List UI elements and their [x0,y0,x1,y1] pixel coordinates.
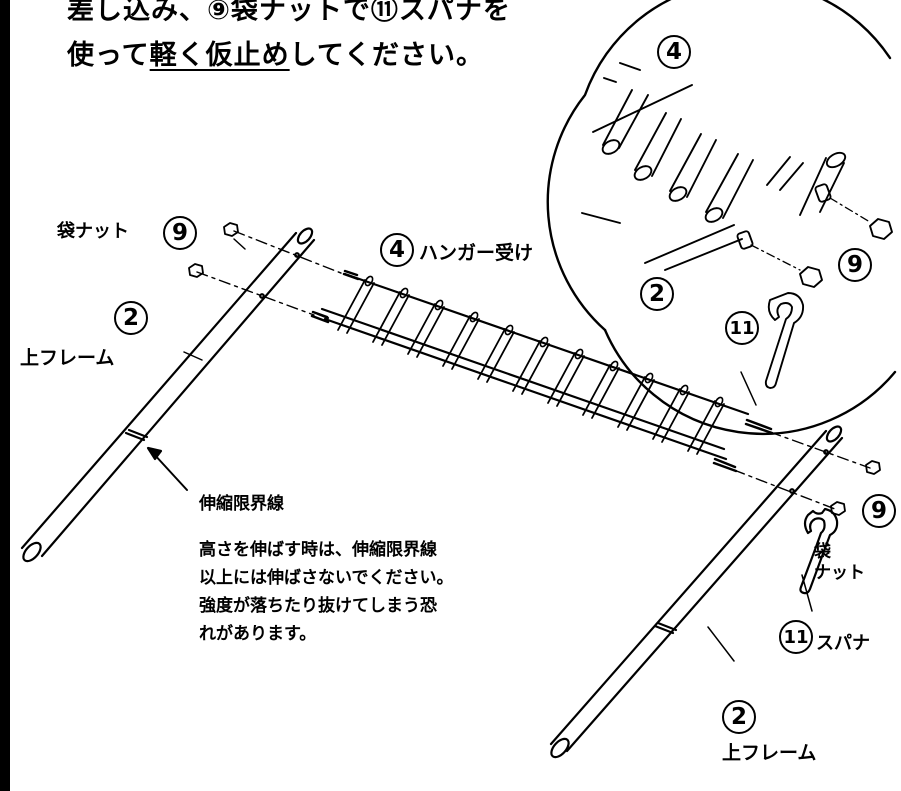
part-number-9-right: 9 [862,494,896,528]
hanger-receiver-diagram [310,269,774,473]
wrench-label: スパナ [816,633,870,654]
note-line-3: 強度が落ちたり抜けてしまう恐 [199,596,437,616]
limit-line-title: 伸縮限界線 [199,494,284,514]
part-number-11: 11 [779,620,813,654]
part-number-4: 4 [380,233,414,267]
instruction-underlined-text: 軽く仮止め [149,40,290,71]
part-number-9-left: 9 [163,216,197,250]
instruction-line-1: 差し込み、⑨袋ナットで⑪スパナを [67,0,511,26]
upper-frame-label-left: 上フレーム [20,347,115,369]
limit-line-note: 高さを伸ばす時は、伸縮限界線 以上には伸ばさないでください。 強度が落ちたり抜け… [199,536,454,648]
part-number-2-left: 2 [114,301,148,335]
wrench-diagram [799,507,839,595]
note-line-2: 以上には伸ばさないでください。 [199,568,454,588]
instruction-text: 差し込み、⑨袋ナットで⑪スパナを 使って軽く仮止めしてください。 [67,0,511,78]
detail-part-number-11: 11 [725,311,759,345]
page-edge-bar [0,0,10,791]
detail-part-number-4: 4 [657,35,691,69]
cap-nut-label-left: 袋ナット [57,221,129,242]
part-number-2-right: 2 [722,700,756,734]
hanger-receiver-label: ハンガー受け [419,242,534,264]
detail-part-number-9: 9 [838,248,872,282]
note-line-1: 高さを伸ばす時は、伸縮限界線 [199,540,437,560]
cap-nut-label-right-2: ナット [814,563,865,583]
upper-frame-label-right: 上フレーム [722,742,817,764]
cap-nut-label-right-1: 袋 [814,542,831,562]
upper-frame-left-diagram [20,227,316,563]
note-line-4: れがあります。 [199,624,317,644]
detail-part-number-2: 2 [640,277,674,311]
upper-frame-right-diagram [549,425,844,759]
instruction-line-2-suffix: してください。 [289,40,485,71]
instruction-line-2-prefix: 使って [67,40,150,71]
assembly-guide-lines [196,230,871,510]
cap-nut-left-diagram [188,222,239,278]
detail-circle [546,0,897,436]
instruction-line-2: 使って軽く仮止めしてください。 [67,33,511,78]
